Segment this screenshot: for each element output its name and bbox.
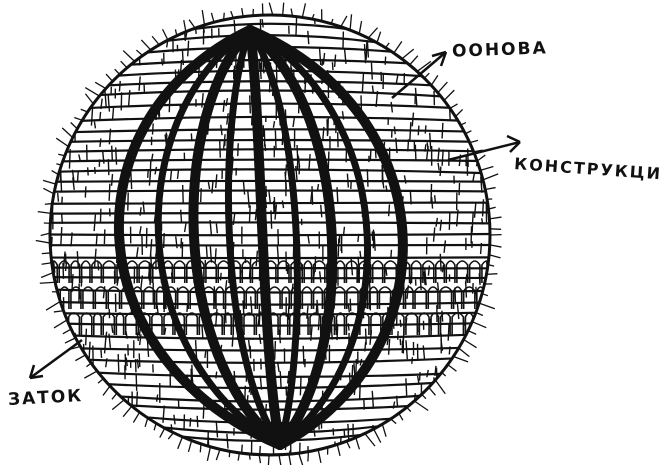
label-osnova: ООНОВА — [452, 38, 548, 61]
label-zatok: ЗАТОК — [8, 386, 84, 410]
arrow-zatok — [30, 340, 82, 378]
